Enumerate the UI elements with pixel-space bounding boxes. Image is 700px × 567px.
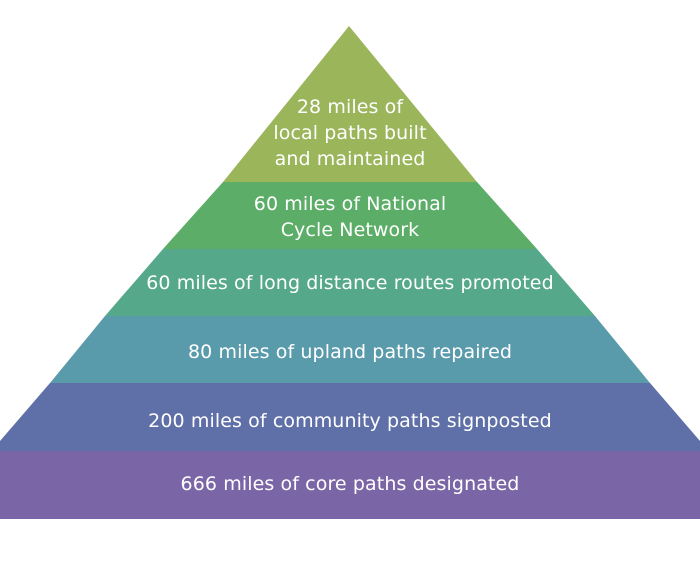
tier-5-label: 200 miles of community paths signposted bbox=[0, 408, 700, 434]
tier-6-label-line-1: 666 miles of core paths designated bbox=[180, 473, 520, 495]
tier-3-shape bbox=[105, 249, 595, 316]
tier-6-shape bbox=[0, 451, 700, 519]
tier-1-label-line-2: local paths built bbox=[273, 122, 427, 144]
tier-4-label: 80 miles of upland paths repaired bbox=[0, 339, 700, 365]
tier-2-label: 60 miles of National Cycle Network bbox=[0, 191, 700, 243]
tier-4-shape bbox=[50, 316, 650, 383]
tier-3-label-line-1: 60 miles of long distance routes promote… bbox=[146, 272, 554, 294]
tier-1-label: 28 miles of local paths built and mainta… bbox=[0, 94, 700, 172]
tier-5-shape bbox=[0, 383, 700, 451]
tier-1-label-line-1: 28 miles of bbox=[296, 96, 404, 118]
tier-2-shape bbox=[163, 182, 537, 249]
tier-1-label-line-3: and maintained bbox=[274, 148, 426, 170]
tier-2-label-line-1: 60 miles of National bbox=[253, 193, 447, 215]
tier-2-label-line-2: Cycle Network bbox=[280, 219, 420, 241]
tier-3-label: 60 miles of long distance routes promote… bbox=[0, 270, 700, 296]
tier-1-shape bbox=[223, 26, 477, 182]
tier-5-label-line-1: 200 miles of community paths signposted bbox=[148, 410, 552, 432]
tier-4-label-line-1: 80 miles of upland paths repaired bbox=[187, 341, 513, 363]
tier-6-label: 666 miles of core paths designated bbox=[0, 471, 700, 497]
